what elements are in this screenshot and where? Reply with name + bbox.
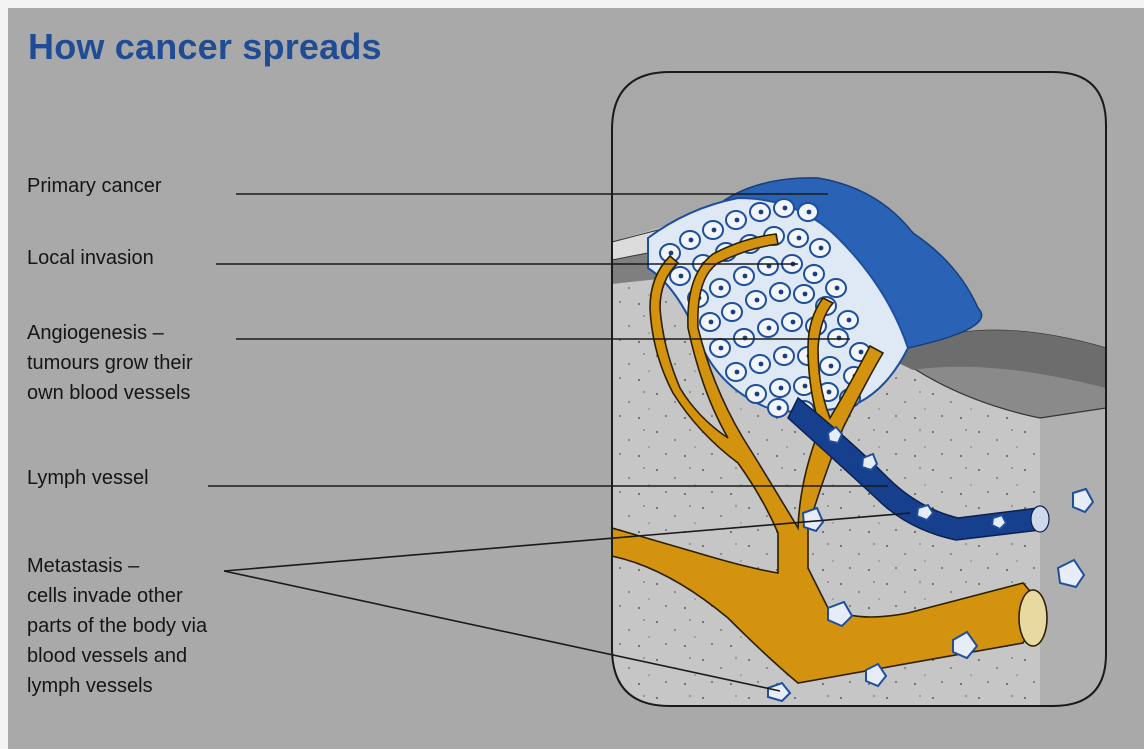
- tumour-cell-nucleus: [783, 206, 788, 211]
- tumour-cell-nucleus: [759, 362, 764, 367]
- tumour-cell-nucleus: [759, 210, 764, 215]
- tumour-cell-nucleus: [689, 238, 694, 243]
- tumour-cell-nucleus: [783, 354, 788, 359]
- tumour-cell-nucleus: [735, 218, 740, 223]
- lymph-vessel-cut-end: [1031, 506, 1049, 532]
- tumour-cell-nucleus: [803, 384, 808, 389]
- tumour-cell-nucleus: [712, 228, 717, 233]
- tumour-cell-nucleus: [779, 386, 784, 391]
- tumour-cell-nucleus: [779, 290, 784, 295]
- tumour-cell-nucleus: [669, 251, 674, 256]
- tumour-cell-nucleus: [819, 246, 824, 251]
- diagram-panel: How cancer spreads Primary cancer Local …: [8, 8, 1144, 749]
- tumour-cell-nucleus: [807, 210, 812, 215]
- tumour-cell-nucleus: [813, 272, 818, 277]
- tumour-cell-nucleus: [735, 370, 740, 375]
- tumour-cell-nucleus: [719, 346, 724, 351]
- tumour-cell-nucleus: [755, 298, 760, 303]
- tumour-cell-nucleus: [709, 320, 714, 325]
- blood-vessel-cut-end: [1019, 590, 1047, 646]
- tumour-cell-nucleus: [803, 292, 808, 297]
- tumour-cell-nucleus: [859, 350, 864, 355]
- tumour-cell-nucleus: [791, 320, 796, 325]
- tumour-cell-nucleus: [777, 406, 782, 411]
- tumour-cell-nucleus: [829, 364, 834, 369]
- tumour-cell-nucleus: [835, 286, 840, 291]
- tumour-cell-nucleus: [755, 392, 760, 397]
- cancer-spread-illustration: [8, 8, 1144, 749]
- tumour-cell-nucleus: [847, 318, 852, 323]
- tumour-cell-nucleus: [719, 286, 724, 291]
- tumour-cell-nucleus: [827, 390, 832, 395]
- tumour-cell-nucleus: [797, 236, 802, 241]
- tumour-cell-nucleus: [767, 326, 772, 331]
- tumour-cell-nucleus: [743, 274, 748, 279]
- tumour-cell-nucleus: [679, 274, 684, 279]
- tumour-cell-nucleus: [731, 310, 736, 315]
- tissue-right-face: [1040, 408, 1106, 708]
